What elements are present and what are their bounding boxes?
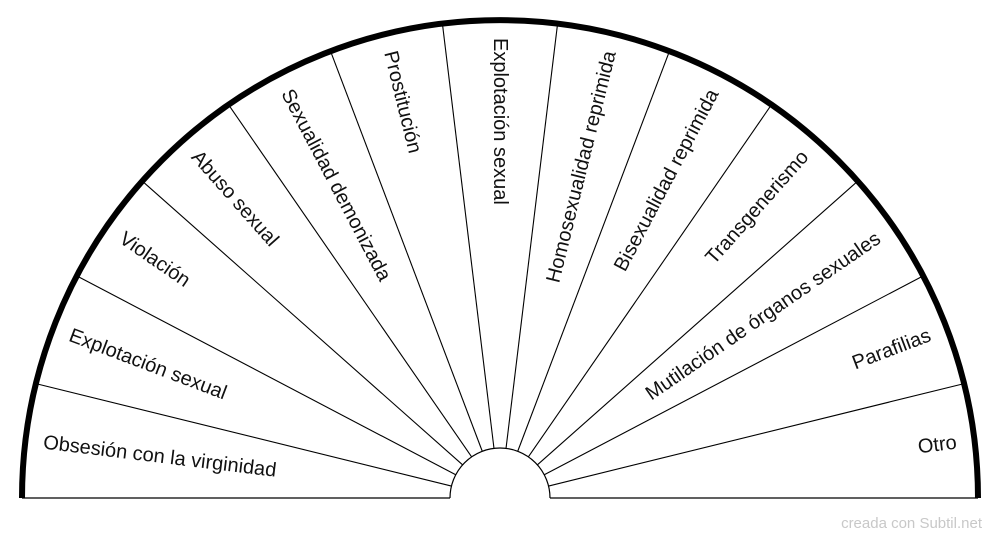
segment-labels: Obsesión con la virginidad Explotación se… — [42, 38, 958, 482]
segment-divider — [76, 275, 456, 476]
segment-divider — [329, 50, 483, 452]
segment-divider — [517, 50, 671, 452]
segment-label: Parafilias — [849, 325, 934, 375]
center-hub — [449, 447, 551, 499]
segment-label: Prostitución — [379, 49, 425, 156]
segment-divider — [228, 104, 473, 458]
segment-divider — [441, 23, 495, 449]
segment-divider — [527, 104, 772, 458]
segment-label: Otro — [917, 432, 958, 459]
segment-label: Obsesión con la virginidad — [42, 432, 278, 482]
segment-divider — [505, 23, 559, 449]
segment-divider — [537, 180, 859, 466]
credit-text: creada con Subtil.net — [841, 515, 982, 532]
outer-arc — [19, 17, 981, 499]
segment-label: Mutilación de órganos sexuales — [642, 228, 885, 405]
segment-divider — [544, 275, 924, 476]
segment-label: Homosexualidad reprimida — [542, 48, 621, 285]
segment-dividers — [35, 23, 965, 487]
segment-label: Explotación sexual — [489, 38, 511, 205]
segment-label: Transgenerismo — [701, 146, 813, 268]
segment-label: Violación — [115, 228, 194, 292]
segment-divider — [35, 383, 452, 487]
segment-divider — [548, 383, 965, 487]
segment-label: Explotación sexual — [66, 325, 230, 405]
segment-label: Sexualidad demonizada — [276, 86, 395, 286]
segment-divider — [141, 180, 463, 466]
segment-label: Bisexualidad reprimida — [610, 85, 724, 275]
